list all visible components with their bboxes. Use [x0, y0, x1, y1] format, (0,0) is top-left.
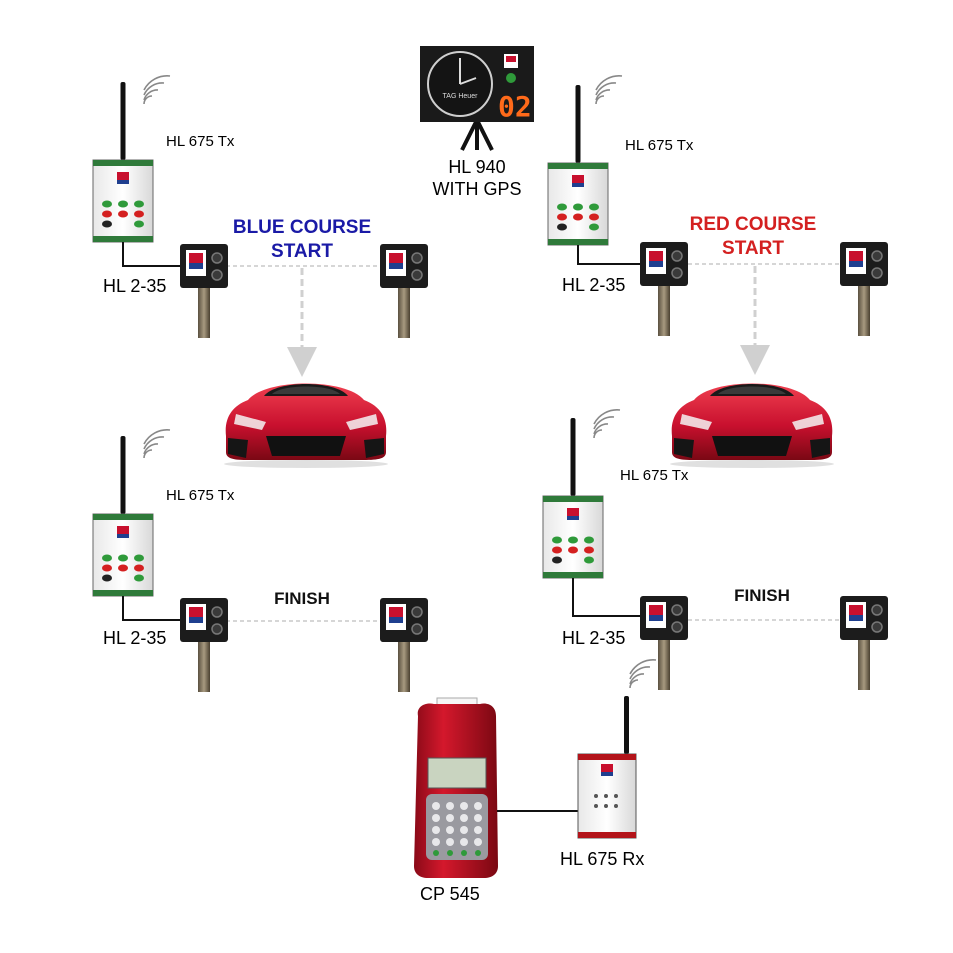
- red-start-tx-label: HL 675 Tx: [625, 137, 694, 154]
- red-start-cable: [577, 245, 640, 265]
- photocell-icon: [839, 241, 889, 337]
- red-course-title-line2: START: [722, 238, 784, 259]
- radio-waves-icon: [593, 409, 621, 439]
- red-finish-tx-label: HL 675 Tx: [620, 467, 689, 484]
- radio-waves-icon: [595, 75, 623, 105]
- transmitter-icon: [92, 81, 154, 243]
- transmitter-icon: [547, 84, 609, 246]
- red-course-title: RED COURSE START: [668, 213, 838, 261]
- receiver-label: HL 675 Rx: [560, 849, 645, 869]
- blue-course-title: BLUE COURSE START: [214, 216, 390, 264]
- red-finish-title: FINISH: [734, 586, 790, 605]
- red-finish-cable: [572, 578, 640, 617]
- blue-course-title-line1: BLUE COURSE: [232, 217, 372, 238]
- blue-finish-cell-label: HL 2-35: [103, 628, 167, 648]
- display-digits: 02: [498, 90, 532, 123]
- radio-waves-icon: [629, 659, 657, 689]
- display-board-label-line2: WITH GPS: [432, 179, 522, 199]
- blue-start-tx-label: HL 675 Tx: [166, 133, 235, 150]
- blue-finish-transmitter: [92, 429, 171, 597]
- red-finish-transmitter: [542, 409, 621, 579]
- red-start-cell-label: HL 2-35: [562, 275, 626, 295]
- tripod-icon: [460, 119, 494, 151]
- car-icon: [224, 383, 388, 468]
- receiver-icon: [577, 659, 657, 839]
- printer-icon: [414, 697, 498, 878]
- photocell-icon: [179, 597, 229, 693]
- blue-course-title-line2: START: [271, 241, 333, 262]
- photocell-icon: [839, 595, 889, 691]
- red-start-transmitter: [547, 75, 623, 246]
- display-board-label-line1: HL 940: [448, 157, 506, 177]
- radio-waves-icon: [143, 75, 171, 105]
- display-brand: TAG Heuer: [443, 93, 479, 100]
- red-course-title-line1: RED COURSE: [689, 214, 817, 235]
- transmitter-icon: [92, 435, 154, 597]
- antenna-icon: [624, 696, 629, 754]
- blue-start-cell-label: HL 2-35: [103, 276, 167, 296]
- printer-label: CP 545: [420, 884, 480, 904]
- blue-start-transmitter: [92, 75, 171, 243]
- photocell-icon: [639, 595, 689, 691]
- blue-finish-tx-label: HL 675 Tx: [166, 487, 235, 504]
- blue-finish-title: FINISH: [274, 589, 330, 608]
- transmitter-icon: [542, 417, 604, 579]
- hl940-display-board: 02 TAG Heuer: [420, 46, 534, 151]
- car-icon: [670, 383, 834, 468]
- radio-waves-icon: [143, 429, 171, 459]
- photocell-icon: [379, 597, 429, 693]
- display-board-label: HL 940 WITH GPS: [418, 156, 536, 200]
- red-finish-cell-label: HL 2-35: [562, 628, 626, 648]
- blue-start-cable: [122, 242, 180, 267]
- blue-finish-cable: [122, 596, 180, 621]
